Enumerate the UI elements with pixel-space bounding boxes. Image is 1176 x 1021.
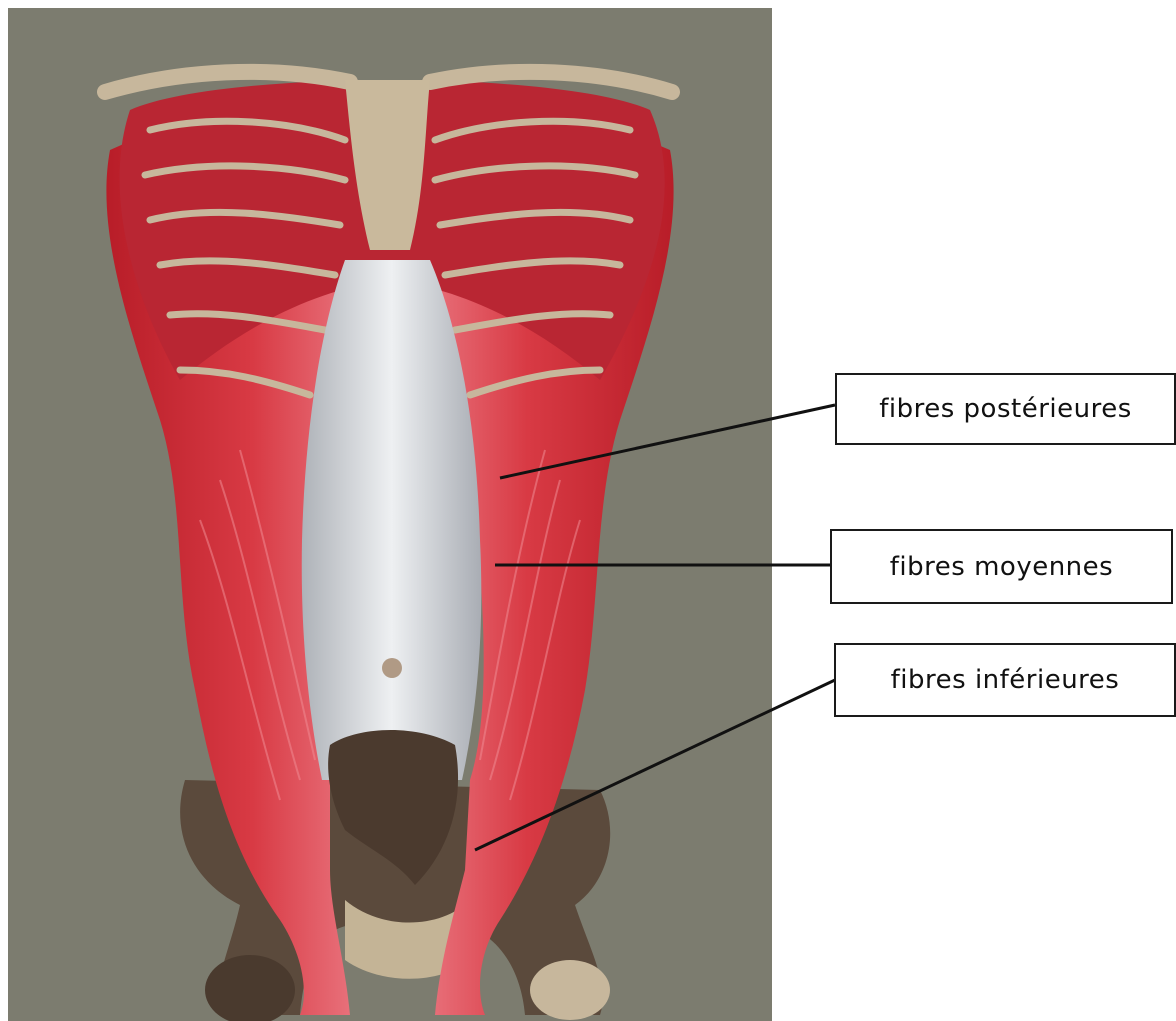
label-inferior-fibers-text: fibres inférieures	[891, 665, 1120, 695]
navel	[382, 658, 402, 678]
label-posterior-fibers-text: fibres postérieures	[879, 394, 1132, 424]
label-middle-fibers-text: fibres moyennes	[890, 552, 1113, 582]
label-middle-fibers: fibres moyennes	[830, 529, 1173, 604]
label-posterior-fibers: fibres postérieures	[835, 373, 1176, 445]
label-inferior-fibers: fibres inférieures	[834, 643, 1176, 717]
aponeurosis	[302, 260, 482, 780]
